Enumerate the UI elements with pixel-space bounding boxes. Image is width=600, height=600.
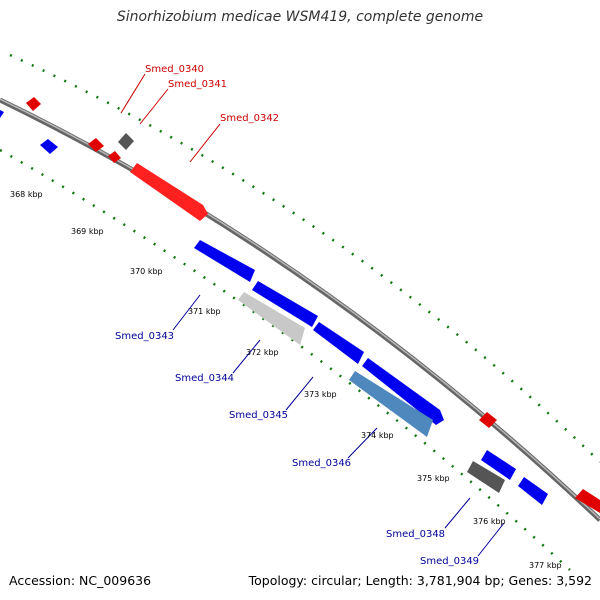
gene-label[interactable]: Smed_0349 (420, 556, 479, 567)
gene-feature[interactable] (362, 358, 444, 425)
gene-feature[interactable] (0, 110, 4, 118)
topology-text: Topology: circular; Length: 3,781,904 bp… (248, 573, 592, 588)
tick-label: 371 kbp (188, 307, 221, 316)
gene-label[interactable]: Smed_0348 (386, 529, 445, 540)
gene-feature[interactable] (575, 489, 600, 513)
gene-feature[interactable] (238, 292, 305, 345)
tick-label: 372 kbp (246, 348, 279, 357)
gene-label[interactable]: Smed_0343 (115, 331, 174, 342)
gene-feature[interactable] (40, 139, 58, 154)
gene-feature[interactable] (313, 322, 364, 364)
tick-label: 368 kbp (10, 190, 43, 199)
tick-label: 377 kbp (529, 561, 562, 570)
gene-feature[interactable] (108, 151, 121, 163)
forward-gene-group (0, 110, 548, 505)
inner-ruler (0, 148, 571, 571)
gene-feature[interactable] (194, 240, 255, 282)
gene-labels: Smed_0340 Smed_0341 Smed_0342 Smed_0343 … (115, 64, 479, 567)
tick-label: 375 kbp (417, 474, 450, 483)
leader-lines (120, 73, 505, 557)
gene-label[interactable]: Smed_0345 (229, 410, 288, 421)
gene-label[interactable]: Smed_0340 (145, 64, 204, 75)
gene-label[interactable]: Smed_0341 (168, 79, 227, 90)
gene-label[interactable]: Smed_0346 (292, 458, 351, 469)
tick-label: 369 kbp (71, 227, 104, 236)
gene-feature[interactable] (518, 477, 548, 505)
tick-label: 370 kbp (130, 267, 163, 276)
gene-label[interactable]: Smed_0342 (220, 113, 279, 124)
outer-ruler (9, 53, 600, 463)
gene-feature[interactable] (479, 412, 497, 428)
map-title: Sinorhizobium medicae WSM419, complete g… (116, 9, 484, 25)
tick-labels: 368 kbp 369 kbp 370 kbp 371 kbp 372 kbp … (10, 190, 562, 570)
gene-feature[interactable] (349, 371, 433, 437)
tick-label: 374 kbp (361, 431, 394, 440)
gene-feature[interactable] (481, 450, 516, 480)
gene-feature[interactable] (467, 461, 505, 493)
reverse-gene-group (26, 97, 600, 513)
tick-label: 373 kbp (304, 390, 337, 399)
gene-label[interactable]: Smed_0344 (175, 373, 234, 384)
gene-feature[interactable] (252, 281, 318, 327)
tick-label: 376 kbp (473, 517, 506, 526)
gene-feature[interactable] (26, 97, 41, 111)
accession-text: Accession: NC_009636 (9, 573, 152, 588)
gene-feature[interactable] (88, 138, 104, 152)
gene-feature[interactable] (118, 133, 134, 150)
gene-feature[interactable] (130, 163, 208, 221)
